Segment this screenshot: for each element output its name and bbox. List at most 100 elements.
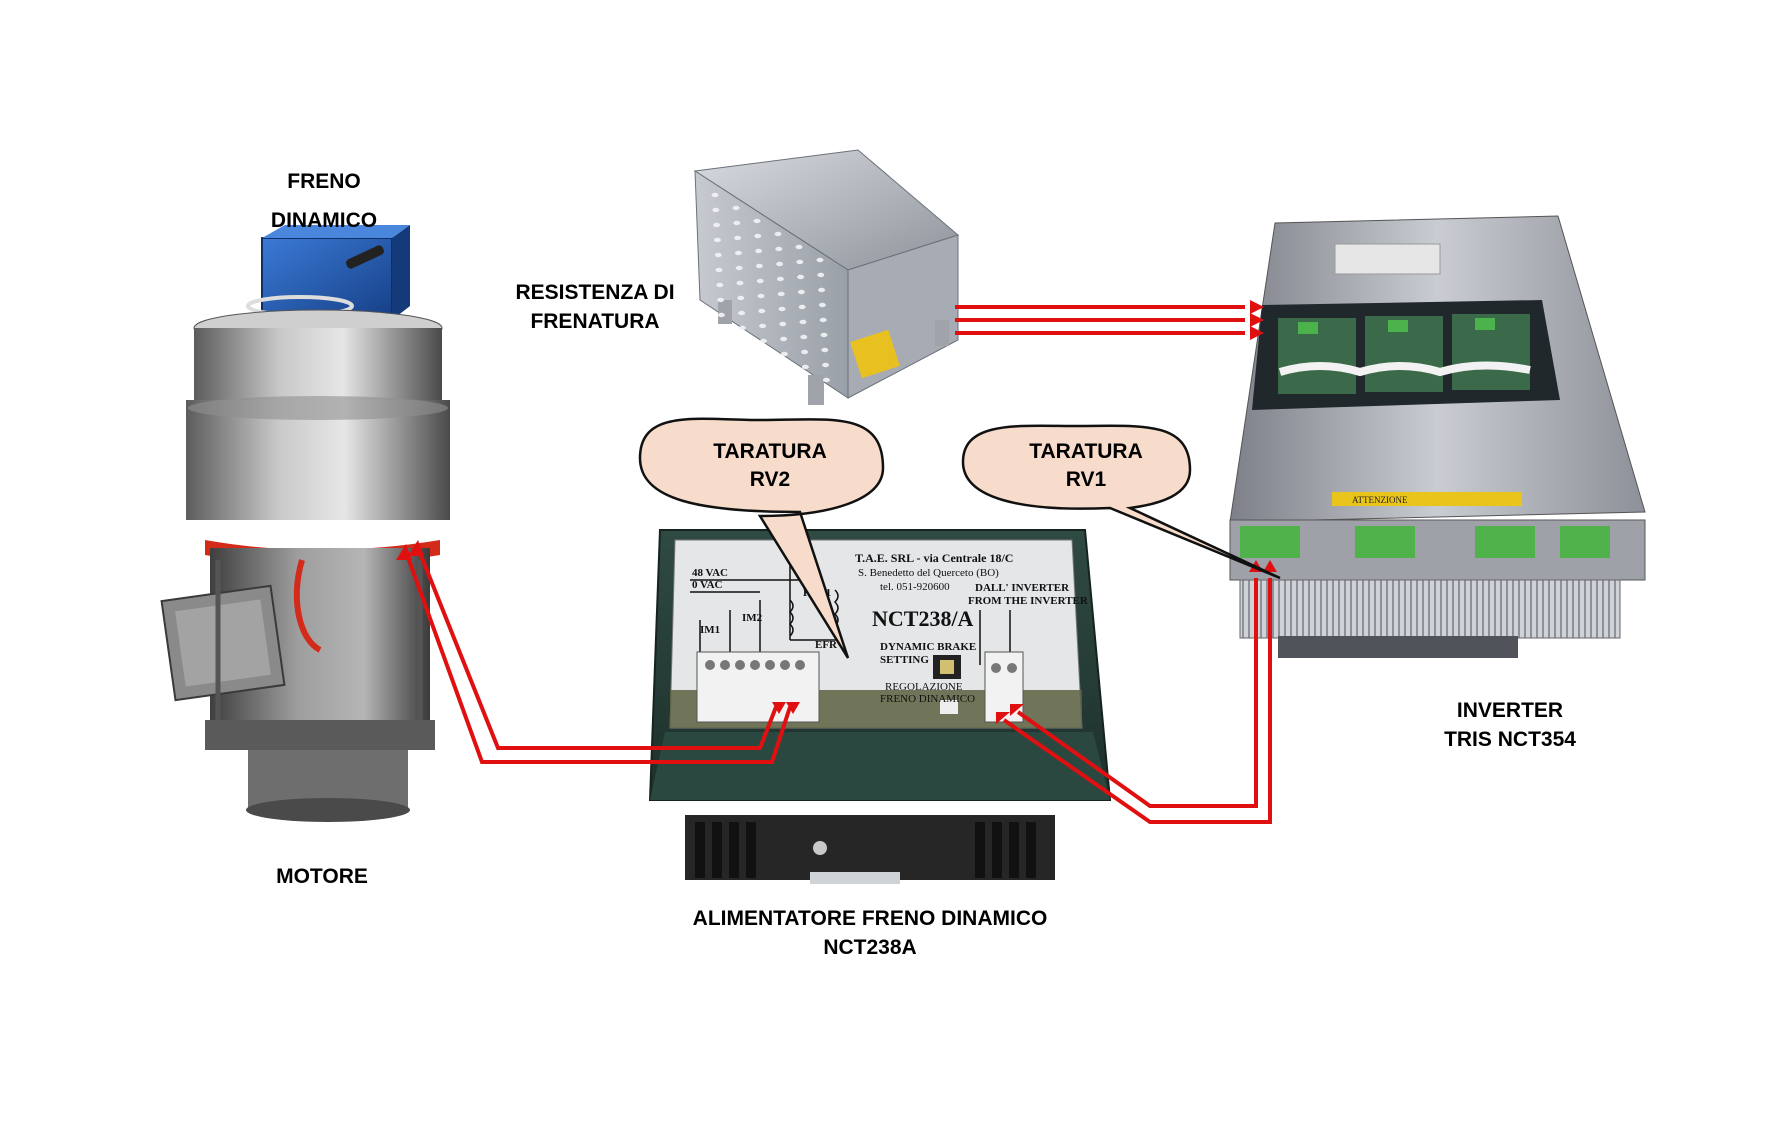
- callout-rv1-text: TARATURA RV1: [1006, 438, 1166, 495]
- label-resistenza: RESISTENZA DI FRENATURA: [500, 278, 690, 337]
- vent-hole: [715, 267, 723, 273]
- vent-hole: [797, 274, 805, 280]
- wires: [404, 305, 1272, 824]
- inverter-warning-text: ATTENZIONE: [1352, 495, 1408, 505]
- vent-hole: [799, 319, 807, 325]
- vent-hole: [755, 248, 763, 254]
- vent-hole: [735, 265, 743, 271]
- vent-hole: [716, 282, 724, 288]
- vent-hole: [717, 297, 725, 303]
- vent-hole: [759, 323, 767, 329]
- resistor-vents: [711, 192, 830, 383]
- callout-rv1: [961, 424, 1281, 580]
- vent-hole: [758, 308, 766, 314]
- callout-rv2-line1: TARATURA: [713, 440, 827, 463]
- label-freno-line2: DINAMICO: [270, 209, 378, 232]
- callout-rv1-line1: TARATURA: [1029, 440, 1143, 463]
- inverter-boards: [1278, 314, 1531, 394]
- vent-hole: [734, 250, 742, 256]
- label-alimentatore: ALIMENTATORE FRENO DINAMICO NCT238A: [660, 904, 1080, 963]
- panel-freno-dinamico: FRENO DINAMICO: [880, 693, 975, 705]
- vent-hole: [754, 233, 762, 239]
- vent-hole: [711, 192, 719, 198]
- vent-hole: [801, 349, 809, 355]
- panel-phone: tel. 051-920600: [880, 581, 950, 593]
- label-resistenza-line1: RESISTENZA DI: [515, 281, 675, 304]
- motor-illustration: [160, 225, 450, 822]
- wire-motor-module-2: [404, 551, 792, 764]
- label-alimentatore-line2: NCT238A: [823, 936, 917, 960]
- vent-hole: [713, 237, 721, 243]
- callout-rv2-text: TARATURA RV2: [690, 438, 850, 495]
- vent-hole: [737, 295, 745, 301]
- callout-rv1-line2: RV1: [1065, 468, 1107, 492]
- callout-rv2-line2: RV2: [749, 468, 791, 492]
- vent-hole: [798, 304, 806, 310]
- panel-company: T.A.E. SRL - via Centrale 18/C: [855, 551, 1013, 565]
- wire-inverter-module-2: [1002, 578, 1272, 824]
- panel-efr: EFR: [815, 639, 838, 651]
- resistor-illustration: [693, 149, 960, 405]
- vent-hole: [818, 302, 826, 308]
- vent-hole: [776, 276, 784, 282]
- panel-0vac: 0 VAC: [692, 579, 723, 591]
- panel-address: S. Benedetto del Querceto (BO): [858, 567, 999, 579]
- label-freno-line1: FRENO: [287, 170, 361, 193]
- vent-hole: [780, 336, 788, 342]
- vent-hole: [738, 310, 746, 316]
- panel-dynamic-brake: DYNAMIC BRAKE: [880, 641, 976, 653]
- vent-hole: [756, 278, 764, 284]
- vent-hole: [817, 272, 825, 278]
- vent-hole: [819, 317, 827, 323]
- vent-hole: [820, 332, 828, 338]
- vent-hole: [778, 306, 786, 312]
- vent-hole: [733, 220, 741, 226]
- vent-hole: [776, 261, 784, 267]
- vent-hole: [736, 280, 744, 286]
- vent-hole: [795, 244, 803, 250]
- vent-hole: [777, 291, 785, 297]
- panel-48vac: 48 VAC: [692, 567, 728, 579]
- vent-hole: [732, 205, 740, 211]
- label-inverter-line1: INVERTER: [1456, 699, 1564, 722]
- vent-hole: [816, 257, 824, 263]
- panel-im2: IM2: [742, 612, 763, 624]
- vent-hole: [774, 231, 782, 237]
- vent-hole: [734, 235, 742, 241]
- vent-hole: [757, 293, 765, 299]
- callout-rv2: [638, 417, 885, 659]
- vent-hole: [821, 347, 829, 353]
- vent-hole: [796, 259, 804, 265]
- vent-hole: [822, 377, 830, 383]
- panel-from-inverter: FROM THE INVERTER: [968, 595, 1089, 607]
- vent-hole: [738, 325, 746, 331]
- vent-hole: [759, 338, 767, 344]
- vent-hole: [779, 321, 787, 327]
- vent-hole: [818, 287, 826, 293]
- vent-hole: [714, 252, 722, 258]
- inverter-illustration: [1229, 215, 1646, 658]
- panel-im1: IM1: [700, 624, 720, 636]
- vent-hole: [717, 312, 725, 318]
- vent-hole: [797, 289, 805, 295]
- vent-hole: [801, 364, 809, 370]
- panel-dall-inverter: DALL' INVERTER: [975, 582, 1070, 594]
- vent-hole: [822, 362, 830, 368]
- vent-hole: [753, 218, 761, 224]
- label-inverter-line2: TRIS NCT354: [1444, 728, 1576, 752]
- vent-hole: [755, 263, 763, 269]
- vent-hole: [800, 334, 808, 340]
- vent-hole: [780, 351, 788, 357]
- label-alimentatore-line1: ALIMENTATORE FRENO DINAMICO: [692, 907, 1048, 930]
- wire-inverter-module-1: [1016, 578, 1258, 808]
- vent-hole: [775, 246, 783, 252]
- label-inverter: INVERTER TRIS NCT354: [1420, 696, 1600, 755]
- vent-hole: [712, 207, 720, 213]
- panel-regolazione: REGOLAZIONE: [885, 681, 963, 693]
- wire-arrowheads: [396, 300, 1277, 724]
- wire-motor-module-1: [416, 547, 778, 750]
- label-motore: MOTORE: [276, 865, 368, 888]
- panel-setting: SETTING: [880, 654, 929, 666]
- panel-model: NCT238/A: [872, 606, 974, 631]
